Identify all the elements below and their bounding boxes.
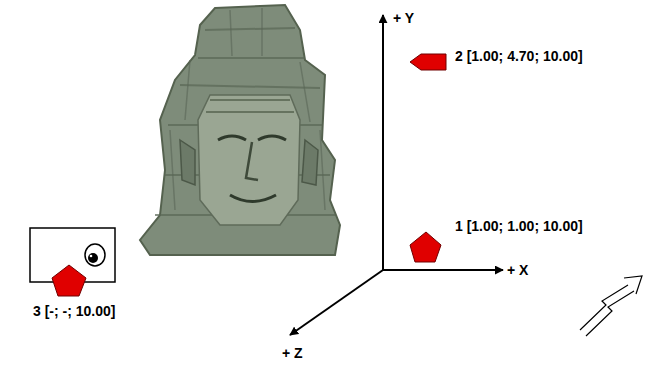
marker bbox=[410, 54, 446, 70]
point-label: 1 [1.00; 1.00; 10.00] bbox=[455, 218, 583, 234]
marker bbox=[410, 232, 441, 262]
marker bbox=[52, 265, 86, 296]
direction-symbol bbox=[580, 276, 642, 336]
axis-label: + Z bbox=[282, 345, 303, 361]
z-axis bbox=[290, 270, 383, 335]
axis-label: + Y bbox=[393, 10, 414, 26]
axis-label: + X bbox=[507, 262, 528, 278]
y-axis bbox=[382, 15, 384, 270]
point-label: 3 [-; -; 10.00] bbox=[33, 303, 115, 319]
point-label: 2 [1.00; 4.70; 10.00] bbox=[455, 48, 583, 64]
x-axis bbox=[383, 269, 503, 271]
statue-head bbox=[140, 5, 340, 255]
